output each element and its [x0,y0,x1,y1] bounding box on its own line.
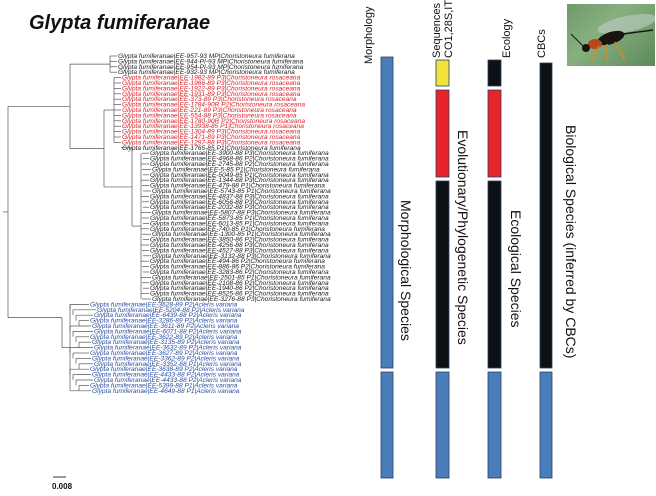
species-label-sequences: Evolutionary/Phylogenetic Species [455,130,471,345]
morphology-bar-acleris [380,371,394,479]
tip-label: Glypta fumiferanae|EE-5807-88 P3|Chorist… [152,210,331,217]
tip-label: Glypta fumiferanae|EE-954-PI-93 MP|Chori… [118,64,304,71]
tip-label: Glypta fumiferanae|EE-4527-88 P3|Chorist… [150,247,329,254]
delimitation-bars [380,56,553,479]
tip-label: Glypta fumiferanae|EE-3627-89 P2|Acleris… [90,350,238,357]
tree-tip-labels: Glypta fumiferanae|EE-957-93 MP|Choristo… [90,53,331,395]
tip-label: Glypta fumiferanae|EE-4649-88 P1|Acleris… [92,388,240,395]
wasp-photo [567,4,655,66]
tip-label: Glypta fumiferanae|EE-5049-85 P1|Chorist… [150,172,329,179]
tip-label: Glypta fumiferanae|EE-1966-89 P3|Chorist… [122,80,301,87]
column-species-labels: Morphological Species Evolutionary/Phylog… [398,125,579,358]
tip-label: Glypta fumiferanae|EE-5204-88 P2|Acleris… [97,307,245,314]
column-header-sequences: Sequences [431,2,443,58]
tip-label: Glypta fumiferanae|EE-3632-89 P2|Acleris… [94,345,242,352]
tip-label: Glypta fumiferanae|EE-13938-85 P1|Choris… [122,123,304,130]
ecology-bar-fumiferana-main [487,180,502,369]
sequences-bar-acleris [435,371,450,479]
sequences-bar-rosaceana [435,89,450,178]
sequences-bar-fumiferana-top [435,59,450,87]
tip-label: Glypta fumiferanae|EE-554-88 P3|Choristo… [122,112,297,119]
tip-label: Glypta fumiferanae|EE-4433-88 P2|Acleris… [94,377,242,384]
species-label-cbcs: Biological Species (inferred by CBCs) [563,125,579,358]
tip-label: Glypta fumiferanae|EE-4837-88 P3|Chorist… [150,193,329,200]
tree-branches [3,55,151,392]
tip-label: Glypta fumiferanae|EE-3611-89 P2|Acleris… [92,323,239,330]
tip-label: Glypta fumiferanae|EE-1922-89 P3|Chorist… [122,85,301,92]
tip-label: Glypta fumiferanae|EE-1297-88 P3|Chorist… [122,139,301,146]
tip-label: Glypta fumiferanae|EE-1940-86 P2|Chorist… [150,285,329,292]
ecology-bar-acleris [487,371,502,479]
tip-label: Glypta fumiferanae|EE-6013-85 P1|Chorist… [150,220,329,227]
scale-bar-label: 0.008 [52,482,73,491]
cbcs-bar-acleris [539,371,553,479]
tip-label: Glypta fumiferanae|EE-5-85 P1|Choristone… [152,166,320,173]
tip-label: Glypta fumiferanae|EE-932-93 MP|Choristo… [118,69,295,76]
tip-label: Glypta fumiferanae|EE-3286-89 P2|Acleris… [90,318,238,325]
tip-label: Glypta fumiferanae|EE-1765-85 P1|Chorist… [122,145,301,152]
tip-label: Glypta fumiferanae|EE-373-89 P3|Choristo… [122,96,297,103]
tip-label: Glypta fumiferanae|EE-3283-86 P2|Chorist… [150,269,329,276]
tip-label: Glypta fumiferanae|EE-1780-90R P2|Choris… [122,118,305,125]
tip-label: Glypta fumiferanae|EE-4968-86 P2|Chorist… [150,156,329,163]
tip-label: Glypta fumiferanae|EE-3850-86 P2|Chorist… [150,237,329,244]
species-label-ecology: Ecological Species [508,210,524,328]
ecology-bar-fumiferana-top [487,59,502,87]
wasp-icon [570,13,655,63]
tip-label: Glypta fumiferanae|EE-886-86 P2|Choristo… [150,264,325,271]
ecology-bar-rosaceana [487,89,502,178]
tip-label: Glypta fumiferanae|EE-3900-88 P3|Chorist… [150,150,329,157]
tip-label: Glypta fumiferanae|EE-3622-89 P2|Acleris… [90,334,238,341]
tip-label: Glypta fumiferanae|EE-5399-88 P1|Acleris… [90,382,238,389]
tip-label: Glypta fumiferanae|EE-944-PI-93 MP|Chori… [118,58,304,65]
tip-label: Glypta fumiferanae|EE-4256-88 P3|Chorist… [150,242,329,249]
column-header-ecology: Ecology [501,18,513,58]
tip-label: Glypta fumiferanae|EE-1784-90R P2|Choris… [122,102,305,109]
tip-label: Glypta fumiferanae|EE-1304-89 P3|Chorist… [122,129,301,136]
tip-label: Glypta fumiferanae|EE-3638-89 P2|Acleris… [90,366,238,373]
tip-label: Glypta fumiferanae|EE-957-93 MP|Choristo… [118,53,295,60]
tip-label: Glypta fumiferanae|EE-2745-88 P2|Chorist… [150,161,329,168]
tip-label: Glypta fumiferanae|EE-6056-88 P3|Chorist… [150,199,329,206]
cbcs-bar-choristoneura [539,62,553,369]
column-header-cbcs: CBCs [536,29,548,58]
tip-label: Glypta fumiferanae|EE-6071-88 P2|Acleris… [94,328,242,335]
tip-label: Glypta fumiferanae|EE-5743-85 P1|Chorist… [152,188,331,195]
tip-label: Glypta fumiferanae|EE-3135-89 P2|Acleris… [92,339,240,346]
tip-label: Glypta fumiferanae|EE-740-85 P1|Choristo… [150,226,325,233]
tip-label: Glypta fumiferanae|EE-2108-86 P2|Chorist… [150,280,329,287]
tip-label: Glypta fumiferanae|EE-5873-85 P1|Chorist… [150,215,329,222]
tip-label: Glypta fumiferanae|EE-1344-88 P3|Chorist… [150,177,329,184]
tip-label: Glypta fumiferanae|EE-3362-89 P2|Acleris… [92,355,240,362]
tip-label: Glypta fumiferanae|EE-3628-89 P2|Acleris… [90,301,238,308]
tip-label: Glypta fumiferanae|EE-479-88 P1|Choristo… [150,183,325,190]
tip-label: Glypta fumiferanae|EE-1300-85 P1|Chorist… [152,231,331,238]
column-header-morphology: Morphology [363,6,375,64]
tip-label: Glypta fumiferanae|EE-4433-88 P2|Acleris… [92,372,240,379]
column-header-sequences: CO1,28S,ITS2 [443,0,455,58]
figure-title: Glypta fumiferanae [29,12,211,34]
morphology-bar-choristoneura [380,56,394,369]
sequences-bar-fumiferana-main [435,180,450,369]
tip-label: Glypta fumiferanae|EE-8525-86 P2|Chorist… [150,291,329,298]
tip-label: Glypta fumiferanae|EE-221-89 P3|Choristo… [122,107,297,114]
species-label-morphology: Morphological Species [398,200,414,341]
tip-label: Glypta fumiferanae|EE-6439-88 P2|Acleris… [94,312,242,319]
tip-label: Glypta fumiferanae|EE-2501-85 P1|Chorist… [152,274,331,281]
tip-label: Glypta fumiferanae|EE-3132-88 P3|Chorist… [152,253,331,260]
tip-label: Glypta fumiferanae|EE-3352-88 P1|Acleris… [94,361,242,368]
tip-label: Glypta fumiferanae|EE-1982-89 P3|Chorist… [122,75,301,82]
tip-label: Glypta fumiferanae|EE-1931-89 P3|Chorist… [122,91,301,98]
tip-label: Glypta fumiferanae|EE-3276-88 P3|Chorist… [152,296,331,303]
tip-label: Glypta fumiferanae|EE-494-86 P2|Choristo… [150,258,325,265]
tip-label: Glypta fumiferanae|EE-1471-89 P3|Chorist… [122,134,301,141]
tip-label: Glypta fumiferanae|EE-2032-88 P3|Chorist… [150,204,329,211]
